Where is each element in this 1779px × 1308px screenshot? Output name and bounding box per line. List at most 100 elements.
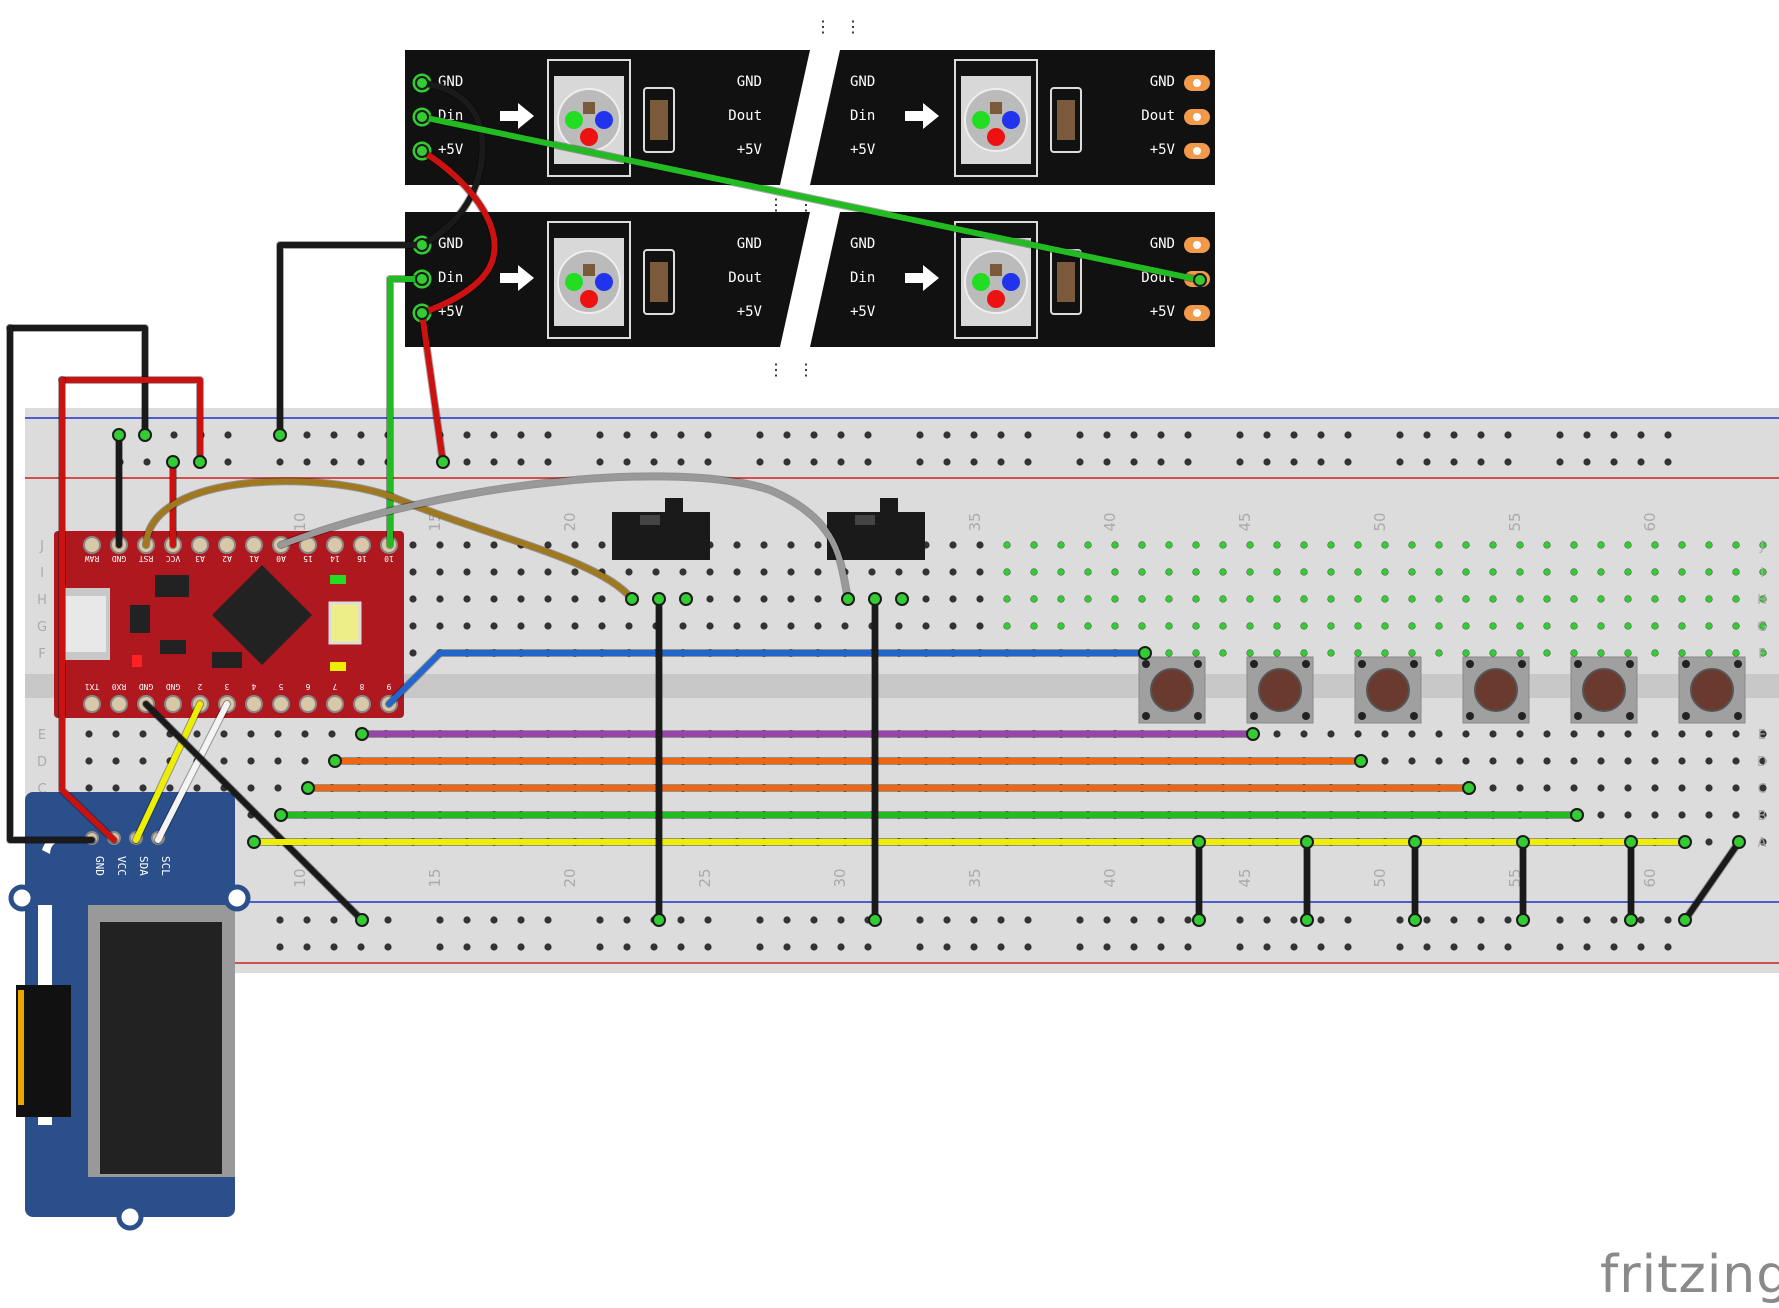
breadboard-hole (1624, 811, 1632, 819)
active-hole (1462, 595, 1470, 603)
breadboard-hole (976, 541, 984, 549)
breadboard-hole (409, 649, 417, 657)
column-label-top: 40 (1101, 512, 1119, 531)
row-label-left: H (37, 593, 47, 608)
arduino-top-pin-label: 10 (384, 554, 394, 563)
breadboard-hole (274, 757, 282, 765)
rail-hole (1504, 943, 1512, 951)
push-button-cap (1150, 668, 1194, 712)
breadboard-hole (976, 622, 984, 630)
row-label-right: A (1758, 836, 1767, 851)
rail-hole (1396, 916, 1404, 924)
breadboard-hole (814, 595, 822, 603)
active-hole (1678, 622, 1686, 630)
column-label-bottom: 15 (426, 868, 444, 887)
rail-hole (783, 431, 791, 439)
breadboard-hole (193, 784, 201, 792)
oled-pin-label: VCC (115, 856, 128, 876)
breadboard-hole (517, 595, 525, 603)
active-hole (1651, 622, 1659, 630)
rail-hole (783, 916, 791, 924)
row-label-right: F (1758, 647, 1765, 662)
rail-hole (677, 458, 685, 466)
rail-hole (357, 458, 365, 466)
active-hole (1408, 568, 1416, 576)
white-wire-scl (155, 701, 230, 843)
active-hole (1678, 541, 1686, 549)
rail-hole (916, 458, 924, 466)
wire-end (355, 913, 369, 927)
strip-pin-label: +5V (850, 142, 876, 158)
rail-hole (837, 943, 845, 951)
rail-hole (756, 943, 764, 951)
strip-pin-label: GND (737, 236, 762, 252)
rail-hole (1317, 943, 1325, 951)
active-hole (1192, 649, 1200, 657)
rail-hole (756, 431, 764, 439)
black-wire-gnd-rail-shadow (276, 241, 426, 439)
rail-hole (1263, 916, 1271, 924)
active-hole (1030, 541, 1038, 549)
arduino-top-pin-label: A1 (249, 554, 259, 563)
data-direction-arrow (905, 265, 939, 291)
rail-hole (1184, 458, 1192, 466)
column-label-bottom: 10 (291, 868, 309, 887)
push-button-corner (1518, 712, 1526, 720)
breadboard-hole (328, 730, 336, 738)
breadboard-hole (544, 568, 552, 576)
rail-hole (916, 431, 924, 439)
active-hole (1192, 595, 1200, 603)
rail-hole (1423, 943, 1431, 951)
active-hole (1759, 649, 1767, 657)
rail-hole (1236, 943, 1244, 951)
rail-hole (1396, 943, 1404, 951)
push-button-corner (1574, 660, 1582, 668)
breadboard-hole (1624, 730, 1632, 738)
active-hole (1408, 541, 1416, 549)
strip-pad-hole (1193, 79, 1201, 87)
active-hole (1327, 541, 1335, 549)
active-hole (1435, 541, 1443, 549)
column-label-bottom: 55 (1506, 868, 1524, 887)
rail-hole (1344, 458, 1352, 466)
column-label-bottom: 30 (831, 868, 849, 887)
breadboard-hole (625, 622, 633, 630)
rail-hole (1076, 458, 1084, 466)
rail-hole (704, 431, 712, 439)
active-hole (1732, 622, 1740, 630)
breadboard-hole (1381, 757, 1389, 765)
breadboard-hole (436, 568, 444, 576)
rail-hole (943, 916, 951, 924)
arduino-bottom-pin-label: 6 (305, 682, 310, 691)
rail-hole (756, 458, 764, 466)
row-label-left: I (40, 566, 44, 581)
rail-hole (1423, 458, 1431, 466)
breadboard-hole (1543, 730, 1551, 738)
column-label-bottom: 60 (1641, 868, 1659, 887)
active-hole (1381, 595, 1389, 603)
breadboard-hole (436, 595, 444, 603)
breadboard-hole (787, 568, 795, 576)
active-hole (1003, 595, 1011, 603)
breadboard-hole (1759, 730, 1767, 738)
breadboard-hole (814, 568, 822, 576)
wire-end (1678, 913, 1692, 927)
red-wire-strip-5v (419, 148, 498, 316)
active-hole (1489, 622, 1497, 630)
breadboard-hole (166, 784, 174, 792)
arduino-bottom-pin (245, 695, 263, 713)
active-hole (1435, 568, 1443, 576)
column-label-bottom: 40 (1101, 868, 1119, 887)
breadboard-hole (1705, 784, 1713, 792)
rail-hole (810, 431, 818, 439)
led-die (583, 102, 595, 114)
active-hole (1192, 541, 1200, 549)
active-hole (1300, 568, 1308, 576)
breadboard-hole (112, 784, 120, 792)
rail-hole (384, 943, 392, 951)
strip-pin-label: GND (850, 74, 875, 90)
strip-pin-label: +5V (737, 142, 763, 158)
breadboard-hole (85, 757, 93, 765)
breadboard-hole (760, 622, 768, 630)
column-label-top: 20 (561, 512, 579, 531)
